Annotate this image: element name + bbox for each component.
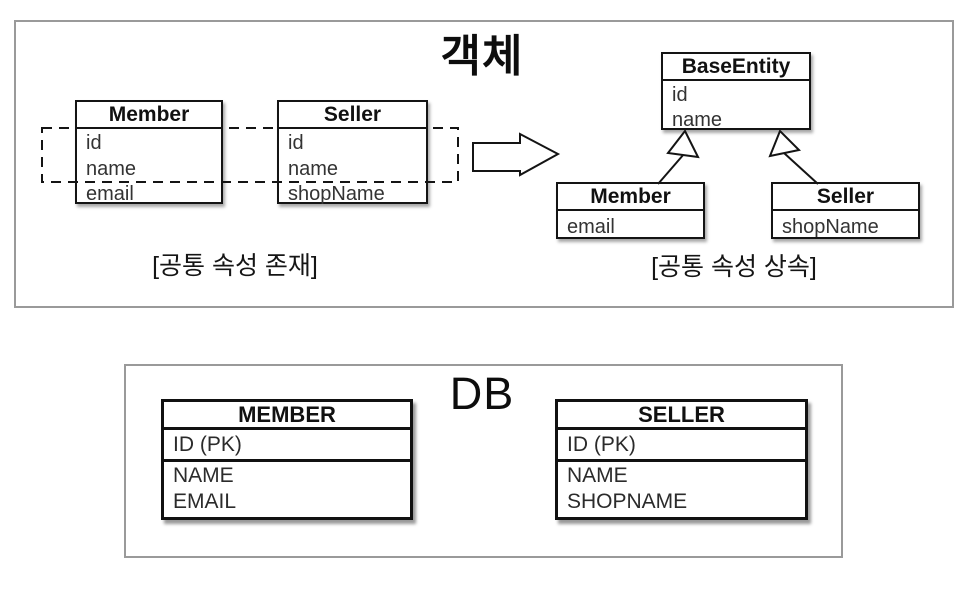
class-field: id [86,132,102,154]
db-section-title: DB [449,368,515,419]
caption-common-attrs-inherited: [공통 속성 상속] [651,253,817,281]
table-header: SELLER [558,402,805,430]
class-field: name [86,157,137,180]
class-header: Member [558,184,703,211]
caption-common-attrs-exist: [공통 속성 존재] [152,252,318,280]
table-column-row: NAME [173,464,234,487]
table-column-row: EMAIL [173,490,237,513]
class-field: shopName [288,183,385,205]
class-field: name [288,157,339,180]
class-field: name [672,109,723,131]
class-header: BaseEntity [663,54,809,81]
table-header: MEMBER [164,402,410,430]
table-column-row: NAME [567,464,628,487]
db-table-seller: SELLER ID (PK) NAME SHOPNAME [555,399,808,520]
class-field: email [86,183,134,205]
object-section-title: 객체 [440,32,524,81]
class-field: id [672,84,688,106]
uml-class-member-before: Member id name email [75,100,223,205]
class-header: Member [77,102,221,129]
db-table-member: MEMBER ID (PK) NAME EMAIL [161,399,413,520]
class-field: id [288,132,304,154]
class-field: email [567,216,615,238]
class-header: Seller [279,102,426,129]
class-field: shopName [782,216,879,238]
table-column-row: SHOPNAME [567,490,688,513]
uml-class-base-entity: BaseEntity id name [661,52,811,131]
class-header: Seller [773,184,918,211]
table-pk-row: ID (PK) [164,430,410,462]
uml-class-member-after: Member email [556,182,705,239]
uml-class-seller-after: Seller shopName [771,182,920,239]
table-pk-row: ID (PK) [558,430,805,462]
uml-class-seller-before: Seller id name shopName [277,100,428,205]
